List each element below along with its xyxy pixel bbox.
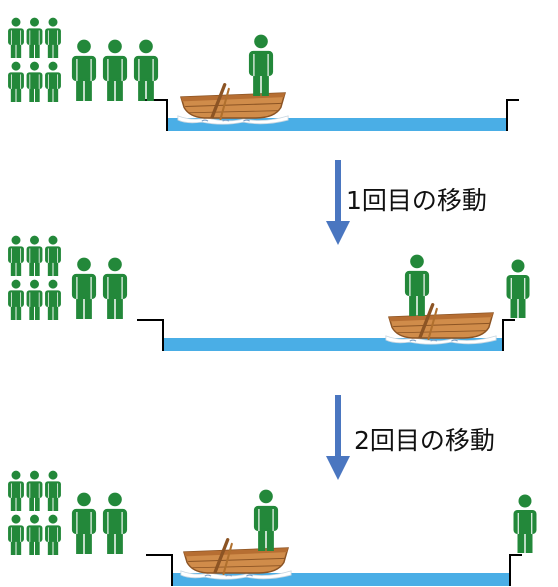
person-icon xyxy=(253,489,279,551)
person-icon xyxy=(71,492,97,554)
person-icon xyxy=(8,235,24,276)
step-2-label: 2回目の移動 xyxy=(354,426,495,455)
person-icon xyxy=(133,39,159,101)
step-1-label: 1回目の移動 xyxy=(346,186,487,215)
person-icon xyxy=(8,279,24,320)
person-icon xyxy=(8,470,24,511)
person-icon xyxy=(102,39,128,101)
person-icon xyxy=(26,17,43,58)
person-icon xyxy=(26,514,43,555)
person-icon xyxy=(8,17,24,58)
person-icon xyxy=(71,39,97,101)
left-bank xyxy=(146,554,173,586)
panel-2 xyxy=(8,235,530,351)
person-icon xyxy=(506,259,530,318)
down-arrow-icon xyxy=(326,395,350,480)
person-icon xyxy=(45,61,61,102)
person-icon xyxy=(102,257,128,319)
person-icon xyxy=(45,17,61,58)
person-icon xyxy=(45,235,61,276)
boat-icon xyxy=(180,538,292,580)
person-icon xyxy=(45,470,61,511)
person-icon xyxy=(404,254,430,316)
boat-icon xyxy=(385,303,497,345)
left-bank xyxy=(137,319,164,351)
left-bank-small-group-3 xyxy=(8,470,61,555)
person-icon xyxy=(248,34,274,96)
panel-3 xyxy=(8,470,537,586)
person-icon xyxy=(8,61,24,102)
person-icon xyxy=(45,279,61,320)
left-bank-small-group-2 xyxy=(8,235,61,320)
right-bank xyxy=(502,319,515,351)
person-icon xyxy=(102,492,128,554)
person-icon xyxy=(26,470,43,511)
arrows-layer xyxy=(326,160,350,480)
person-icon xyxy=(26,235,43,276)
person-icon xyxy=(26,61,43,102)
left-bank-small-group-1 xyxy=(8,17,61,102)
right-bank xyxy=(506,99,519,131)
panel-1 xyxy=(8,17,519,131)
panels-layer xyxy=(8,17,537,586)
person-icon xyxy=(513,494,537,553)
person-icon xyxy=(45,514,61,555)
down-arrow-icon xyxy=(326,160,350,245)
person-icon xyxy=(8,514,24,555)
person-icon xyxy=(26,279,43,320)
left-bank xyxy=(141,99,168,131)
right-bank xyxy=(509,554,522,586)
person-icon xyxy=(71,257,97,319)
